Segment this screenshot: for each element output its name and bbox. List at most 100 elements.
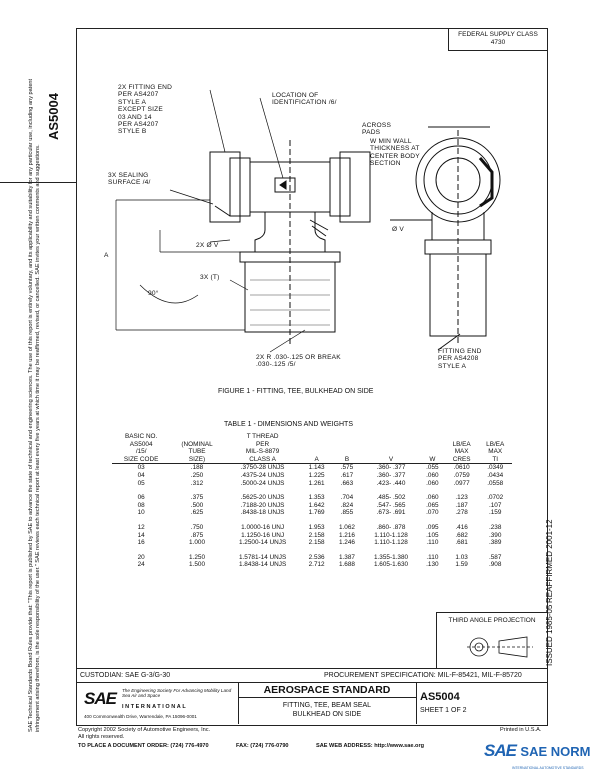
- callout-angle: 90°: [148, 290, 159, 297]
- table-cell: .110: [426, 539, 439, 547]
- table-cell: .587: [488, 553, 502, 561]
- tee-fitting-drawing: [115, 89, 501, 353]
- table-cell: 1.000: [189, 539, 206, 547]
- sae-international: INTERNATIONAL: [122, 704, 188, 710]
- procurement-spec: PROCUREMENT SPECIFICATION: MIL-F-85421, …: [324, 672, 522, 679]
- table-cell: 04: [137, 471, 145, 479]
- table-cell: .500: [190, 501, 204, 509]
- table-cell: .673- .691: [376, 509, 406, 517]
- callout-radius: 2X R .030-.125 OR BREAK.030-.125 /5/: [256, 354, 341, 369]
- table-cell: .238: [488, 523, 502, 531]
- table-cell: .123: [455, 494, 468, 502]
- order-fax: FAX: (724) 776-0790: [236, 743, 289, 749]
- table-cell: .070: [426, 509, 439, 517]
- table-cell: .617: [340, 471, 354, 479]
- table-cell: 1.225: [308, 471, 325, 479]
- order-phone: TO PLACE A DOCUMENT ORDER: (724) 776-497…: [78, 743, 209, 749]
- projection-label: THIRD ANGLE PROJECTION: [448, 617, 536, 624]
- table-cell: 24: [137, 561, 145, 569]
- table-cell: .065: [426, 501, 439, 509]
- printed-in: Printed in U.S.A.: [500, 727, 542, 733]
- table-cell: 2.712: [308, 561, 325, 569]
- table-cell: .4375-24 UNJS: [240, 471, 285, 479]
- table-cell: .416: [455, 523, 468, 531]
- table-cell: .855: [340, 509, 354, 517]
- table-cell: .0702: [487, 494, 504, 502]
- table-header-cell: V: [388, 455, 394, 463]
- table-cell: 1.953: [308, 523, 325, 531]
- table-cell: 20: [137, 553, 145, 561]
- table-cell: .663: [340, 479, 354, 487]
- table-cell: .159: [488, 509, 502, 517]
- table-cell: .575: [340, 464, 354, 472]
- table-cell: 1.2500-14 UNJS: [238, 539, 287, 547]
- table-cell: .423- .440: [376, 479, 406, 487]
- table-cell: 2.536: [308, 553, 325, 561]
- table-cell: .3750-28 UNJS: [240, 464, 285, 472]
- table-cell: 1.261: [308, 479, 325, 487]
- sae-address: 400 Commonwealth Drive, Warrendale, PA 1…: [84, 714, 197, 719]
- table-header-cell: BASIC NO.AS5004/15/SIZE CODE: [123, 433, 159, 463]
- watermark-sub: INTERNATIONAL AUTOMOTIVE STANDARDS: [512, 766, 584, 770]
- table-cell: .0610: [453, 464, 470, 472]
- table-cell: .360- .377: [376, 464, 406, 472]
- table-cell: 1.605-1.630: [373, 561, 409, 569]
- table-cell: 1.216: [338, 531, 355, 539]
- table-group-gap: [112, 547, 512, 554]
- table-cell: 10: [137, 509, 145, 517]
- table-cell: 1.0000-16 UNJ: [241, 523, 285, 531]
- table-cell: .375: [190, 494, 204, 502]
- table-cell: 2.158: [308, 531, 325, 539]
- table-group-gap: [112, 487, 512, 494]
- drawing-frame: [76, 28, 548, 726]
- table-cell: .060: [426, 471, 439, 479]
- table-cell: .875: [190, 531, 204, 539]
- table-cell: .095: [426, 523, 439, 531]
- table-cell: .360- .377: [376, 471, 406, 479]
- table-cell: .278: [455, 509, 468, 517]
- table-cell: .485- .502: [376, 494, 406, 502]
- table-cell: 12: [137, 523, 145, 531]
- table-cell: .060: [426, 494, 439, 502]
- table-cell: 08: [137, 501, 145, 509]
- table-cell: .0558: [487, 479, 504, 487]
- table-caption: TABLE 1 - DIMENSIONS AND WEIGHTS: [224, 421, 354, 428]
- federal-supply-box: FEDERAL SUPPLY CLASS 4730: [448, 28, 547, 51]
- projection-symbol-icon: [467, 636, 533, 657]
- table-cell: 1.59: [455, 561, 468, 569]
- table-cell: .250: [190, 471, 204, 479]
- table-cell: .625: [190, 509, 204, 517]
- table-cell: 1.03: [455, 553, 468, 561]
- sheet-number: SHEET 1 OF 2: [420, 707, 467, 714]
- sae-logo: SAE: [84, 689, 117, 708]
- table-cell: 1.1250-16 UNJ: [241, 531, 285, 539]
- table-cell: 14: [137, 531, 145, 539]
- table-cell: 1.688: [338, 561, 355, 569]
- table-cell: .0977: [453, 479, 470, 487]
- table-cell: 2.158: [308, 539, 325, 547]
- callout-thread-t: 3X (T): [200, 274, 220, 281]
- table-cell: 1.110-1.128: [374, 539, 408, 547]
- table-cell: .107: [488, 501, 502, 509]
- standard-title: AEROSPACE STANDARD: [263, 684, 391, 696]
- table-cell: 1.5781-14 UNJS: [238, 553, 287, 561]
- table-cell: 06: [137, 494, 145, 502]
- table-cell: .750: [190, 523, 204, 531]
- table-cell: .0759: [453, 471, 470, 479]
- table-cell: 1.110-1.128: [374, 531, 408, 539]
- table-cell: 1.143: [308, 464, 325, 472]
- table-cell: .860- .878: [376, 523, 406, 531]
- table-cell: 05: [137, 479, 145, 487]
- table-cell: 16: [137, 539, 145, 547]
- table-cell: .0434: [487, 471, 504, 479]
- table-cell: 1.250: [189, 553, 206, 561]
